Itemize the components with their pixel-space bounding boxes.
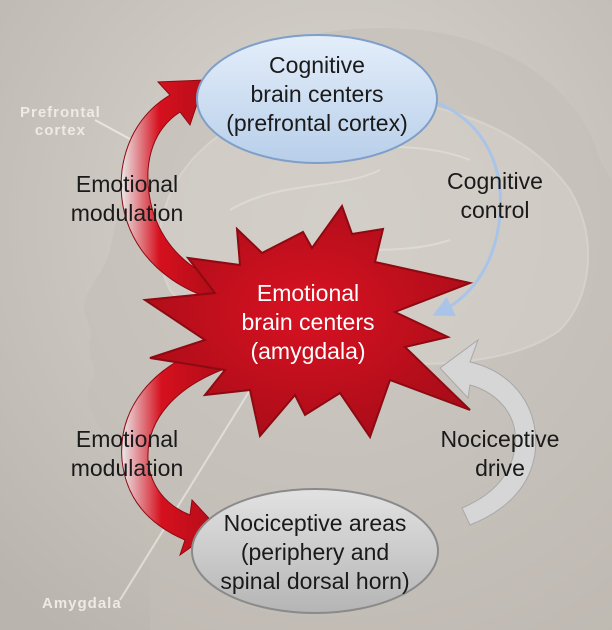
amygdala-pointer-line (119, 389, 251, 601)
cognitive-node (196, 34, 438, 164)
nociceptive-label-line2: (periphery and (240, 539, 390, 565)
lower-emotional-modulation-arrow (121, 344, 236, 557)
lower-modulation-line1: Emotional (75, 426, 179, 452)
emotional-label-line2: brain centers (241, 309, 375, 335)
cognitive-control-arrow (407, 93, 502, 316)
lower-emotional-modulation-label: Emotional modulation (52, 425, 202, 483)
nociceptive-node (191, 488, 439, 614)
prefrontal-cortex-label: Prefrontal cortex (20, 104, 101, 140)
nociceptive-label-line3: spinal dorsal horn) (220, 568, 410, 594)
nociceptive-drive-label: Nociceptive drive (425, 425, 575, 483)
lower-modulation-line2: modulation (70, 455, 184, 481)
nociceptive-drive-line1: Nociceptive (440, 426, 560, 452)
emotional-label-line1: Emotional (256, 280, 360, 306)
prefrontal-label-line2: cortex (34, 122, 86, 139)
prefrontal-label-line1: Prefrontal (20, 104, 101, 121)
emotional-label-line3: (amygdala) (250, 338, 366, 364)
cognitive-label-line3: (prefrontal cortex) (226, 110, 408, 136)
emotional-node-label: Emotional brain centers (amygdala) (208, 279, 408, 366)
cognitive-control-line1: Cognitive (447, 168, 543, 194)
cognitive-control-label: Cognitive control (430, 167, 560, 225)
nociceptive-drive-arrow (439, 338, 537, 526)
amygdala-background-label: Amygdala (42, 595, 122, 613)
cognitive-node-label: Cognitive brain centers (prefrontal cort… (207, 51, 427, 138)
emotional-node (142, 203, 474, 440)
upper-emotional-modulation-arrow (120, 79, 231, 301)
upper-emotional-modulation-label: Emotional modulation (52, 170, 202, 228)
cognitive-label-line2: brain centers (250, 81, 384, 107)
cognitive-control-line2: control (460, 197, 530, 223)
nociceptive-label-line1: Nociceptive areas (223, 510, 407, 536)
nociceptive-drive-line2: drive (475, 455, 525, 481)
amygdala-label-text: Amygdala (42, 595, 122, 612)
upper-modulation-line1: Emotional (75, 171, 179, 197)
cognitive-label-line1: Cognitive (269, 52, 365, 78)
nociceptive-node-label: Nociceptive areas (periphery and spinal … (200, 509, 430, 596)
upper-modulation-line2: modulation (70, 200, 184, 226)
